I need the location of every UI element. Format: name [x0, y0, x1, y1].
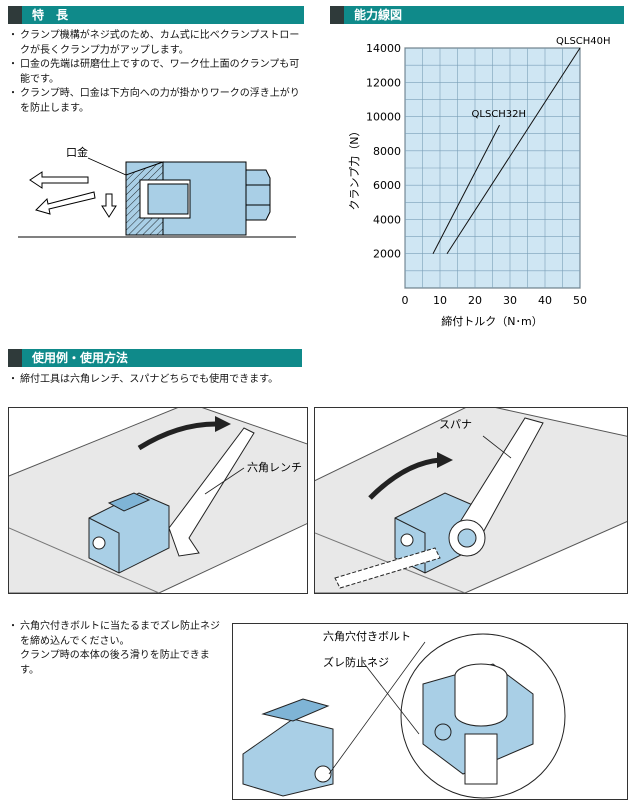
x-tick-label: 0: [402, 294, 409, 307]
performance-chart: QLSCH32H QLSCH40H 2000 4000 6000 8000 10000 12…: [348, 36, 611, 328]
header-square-icon: [8, 349, 22, 367]
x-tick-label: 40: [538, 294, 552, 307]
y-tick-label: 8000: [373, 145, 401, 158]
x-tick-label: 50: [573, 294, 587, 307]
features-item: クランプ時、口金は下方向への力が掛かりワークの浮き上がりを防止します。: [8, 87, 308, 116]
usage-list: 締付工具は六角レンチ、スパナどちらでも使用できます。: [8, 373, 308, 388]
usage-notes: 六角穴付きボルトに当たるまでズレ防止ネジを締め込んでください。 クランプ時の本体…: [8, 620, 224, 678]
x-tick-label: 10: [433, 294, 447, 307]
features-item: 口金の先端は研磨仕上ですので、ワーク仕上面のクランプも可能です。: [8, 58, 308, 87]
hex-wrench-label: 六角レンチ: [247, 461, 302, 474]
jaw-label: 口金: [66, 145, 88, 159]
y-tick-label: 4000: [373, 213, 401, 226]
y-tick-label: 10000: [366, 111, 401, 124]
series-label: QLSCH32H: [472, 109, 527, 120]
performance-header: 能力線図: [330, 6, 624, 24]
x-axis-label: 締付トルク（N･m）: [441, 314, 542, 328]
hex-wrench-figure: 六角レンチ: [8, 407, 308, 594]
spanner-figure: スパナ: [314, 407, 628, 594]
y-tick-label: 12000: [366, 76, 401, 89]
jaw-cross-section-figure: 口金: [18, 145, 296, 238]
usage-header: 使用例・使用方法: [8, 349, 302, 367]
y-tick-label: 14000: [366, 42, 401, 55]
x-tick-label: 30: [503, 294, 517, 307]
anti-slip-screw-figure: 六角穴付きボルト ズレ防止ネジ: [232, 623, 628, 800]
series-label: QLSCH40H: [556, 36, 611, 47]
y-axis-label: クランプ力（N）: [348, 126, 361, 211]
header-square-icon: [330, 6, 344, 24]
y-tick-label: 6000: [373, 179, 401, 192]
series-line-qlsch40h: [446, 47, 581, 254]
usage-item: 締付工具は六角レンチ、スパナどちらでも使用できます。: [8, 373, 308, 388]
usage-note: クランプ時の本体の後ろ滑りを防止できます。: [20, 650, 210, 676]
header-square-icon: [8, 6, 22, 24]
spanner-label: スパナ: [439, 418, 472, 431]
features-header: 特 長: [8, 6, 304, 24]
series-line-qlsch32h: [432, 124, 500, 254]
features-list: クランプ機構がネジ式のため、カム式に比べクランプストロークが長くクランプ力がアッ…: [8, 29, 308, 116]
hex-bolt-label: 六角穴付きボルト: [323, 629, 411, 643]
x-tick-label: 20: [468, 294, 482, 307]
set-screw-label: ズレ防止ネジ: [323, 655, 389, 669]
usage-note: 六角穴付きボルトに当たるまでズレ防止ネジを締め込んでください。: [8, 620, 224, 649]
y-tick-label: 2000: [373, 248, 401, 261]
features-item: クランプ機構がネジ式のため、カム式に比べクランプストロークが長くクランプ力がアッ…: [8, 29, 308, 58]
